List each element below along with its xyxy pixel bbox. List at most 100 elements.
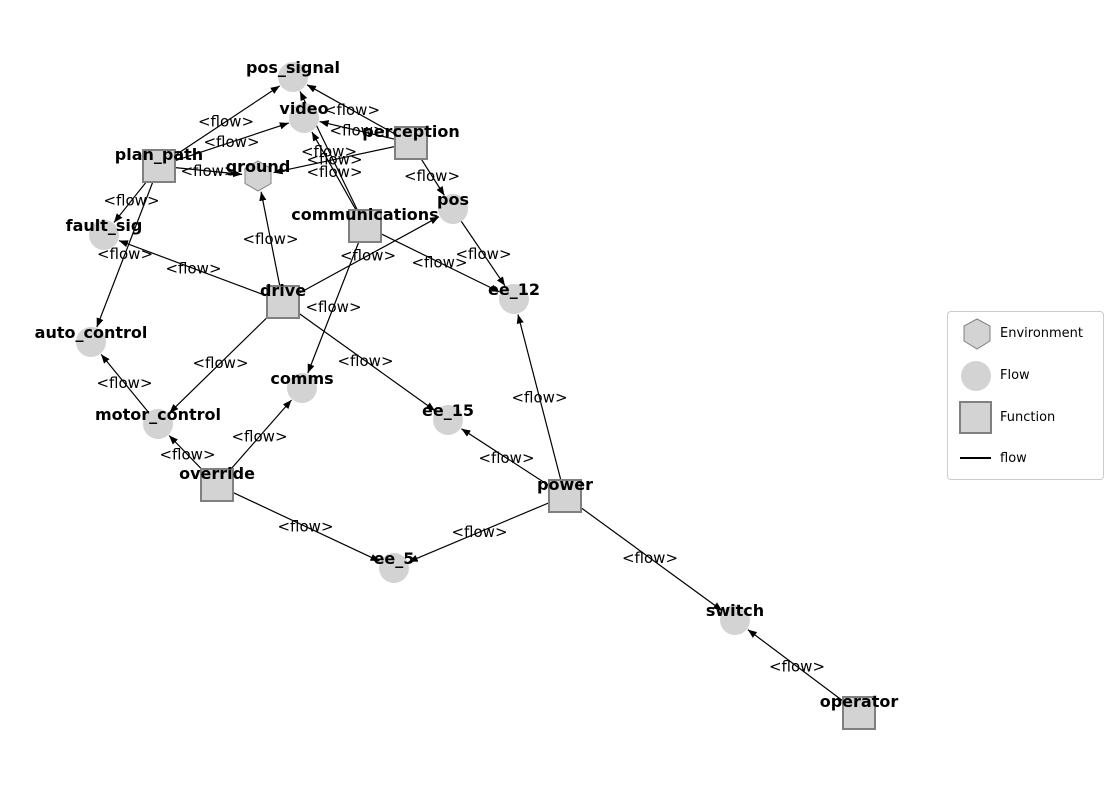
edge-perception-to-video (319, 120, 402, 142)
flow-node-ee_15[interactable] (433, 405, 463, 435)
node-label-operator: operator (820, 692, 899, 711)
edge-label: <flow> (306, 163, 362, 181)
edge-drive-to-ground (259, 191, 282, 293)
edge-label: <flow> (337, 352, 393, 370)
edge-plan_path-to-pos_signal (167, 85, 281, 161)
function-node-perception[interactable] (394, 126, 428, 160)
legend-item-function: Function (948, 398, 1103, 438)
edge-label: <flow> (324, 101, 380, 119)
edge-override-to-ee_5 (225, 488, 380, 562)
function-node-override[interactable] (200, 468, 234, 502)
flow-node-comms[interactable] (287, 373, 317, 403)
node-label-pos_signal: pos_signal (246, 58, 340, 77)
node-label-comms: comms (270, 369, 333, 388)
edge-label: <flow> (411, 254, 467, 272)
flow-node-fault_sig[interactable] (89, 220, 119, 250)
nodes-layer (76, 62, 876, 730)
legend-label: flow (1000, 451, 1027, 466)
edge-communications-to-comms (307, 235, 362, 374)
legend: Environment Flow Function flow (947, 311, 1104, 480)
edge-label: <flow> (180, 162, 236, 180)
hexagon-icon (963, 318, 991, 350)
legend-label: Environment (1000, 326, 1084, 341)
node-label-ee_12: ee_12 (488, 280, 540, 299)
edge-label: <flow> (622, 549, 678, 567)
edge-label: <flow> (97, 245, 153, 263)
node-label-video: video (279, 99, 328, 118)
edge-plan_path-to-ground (169, 166, 243, 178)
edge-label: <flow> (203, 133, 259, 151)
node-label-switch: switch (706, 601, 764, 620)
edge-label: <flow> (96, 374, 152, 392)
flow-node-ee_12[interactable] (499, 284, 529, 314)
edges-layer (96, 84, 852, 708)
edge-power-to-ee_12 (516, 314, 563, 487)
function-node-plan_path[interactable] (142, 149, 176, 183)
edge-label: <flow> (198, 113, 254, 131)
flow-node-pos_signal[interactable] (278, 62, 308, 92)
edge-label: <flow> (305, 298, 361, 316)
legend-item-environment: Environment (948, 314, 1103, 354)
legend-item-flow: Flow (948, 356, 1103, 396)
legend-label: Flow (1000, 368, 1030, 383)
edge-label: <flow> (306, 151, 362, 169)
function-node-power[interactable] (548, 479, 582, 513)
edge-communications-to-video (311, 131, 361, 218)
edge-drive-to-ee_15 (290, 307, 436, 412)
edge-label: <flow> (455, 245, 511, 263)
node-label-perception: perception (362, 122, 460, 141)
edge-label: <flow> (159, 446, 215, 464)
flow-node-video[interactable] (289, 103, 319, 133)
edge-drive-to-pos (291, 216, 440, 298)
edge-label: <flow> (340, 247, 396, 265)
edge-label: <flow> (165, 260, 221, 278)
edge-label: <flow> (231, 428, 287, 446)
edge-perception-to-pos_signal (306, 84, 403, 139)
environment-node-ground[interactable] (244, 160, 272, 192)
edge-label: <flow> (769, 658, 825, 676)
edge-drive-to-motor_control (169, 308, 277, 414)
flow-node-motor_control[interactable] (143, 409, 173, 439)
edge-drive-to-fault_sig (118, 240, 274, 299)
node-label-motor_control: motor_control (95, 405, 221, 424)
edge-operator-to-switch (747, 629, 852, 708)
edge-label: <flow> (301, 143, 357, 161)
node-label-override: override (179, 464, 255, 483)
edge-power-to-ee_15 (461, 428, 557, 491)
edge-power-to-switch (572, 501, 723, 612)
node-label-ground: ground (226, 157, 291, 176)
edge-label: <flow> (329, 122, 385, 140)
line-icon (960, 457, 991, 459)
node-label-ee_5: ee_5 (374, 549, 415, 568)
circle-icon (961, 361, 991, 391)
edge-label: <flow> (404, 167, 460, 185)
node-label-communications: communications (291, 205, 438, 224)
edge-motor_control-to-auto_control (100, 354, 153, 418)
flow-node-switch[interactable] (720, 605, 750, 635)
function-node-drive[interactable] (266, 285, 300, 319)
edge-plan_path-to-video (168, 122, 289, 164)
node-label-drive: drive (260, 281, 306, 300)
node-label-plan_path: plan_path (115, 145, 203, 164)
node-label-power: power (537, 475, 593, 494)
edge-pos-to-ee_12 (457, 216, 506, 287)
edge-perception-to-ground (273, 144, 402, 175)
edge-label: <flow> (511, 389, 567, 407)
node-label-ee_15: ee_15 (422, 401, 474, 420)
edge-power-to-ee_5 (408, 499, 556, 563)
edge-override-to-comms (223, 399, 292, 478)
edge-label: <flow> (451, 523, 507, 541)
node-label-auto_control: auto_control (35, 323, 148, 342)
flow-node-ee_5[interactable] (379, 553, 409, 583)
legend-label: Function (1000, 410, 1056, 425)
function-node-operator[interactable] (842, 696, 876, 730)
edge-label: <flow> (478, 449, 534, 467)
node-label-pos: pos (437, 190, 469, 209)
edge-label: <flow> (192, 354, 248, 372)
function-node-communications[interactable] (348, 209, 382, 243)
flow-node-pos[interactable] (438, 194, 468, 224)
edge-label: <flow> (103, 192, 159, 210)
flow-node-auto_control[interactable] (76, 327, 106, 357)
square-icon (959, 401, 992, 434)
